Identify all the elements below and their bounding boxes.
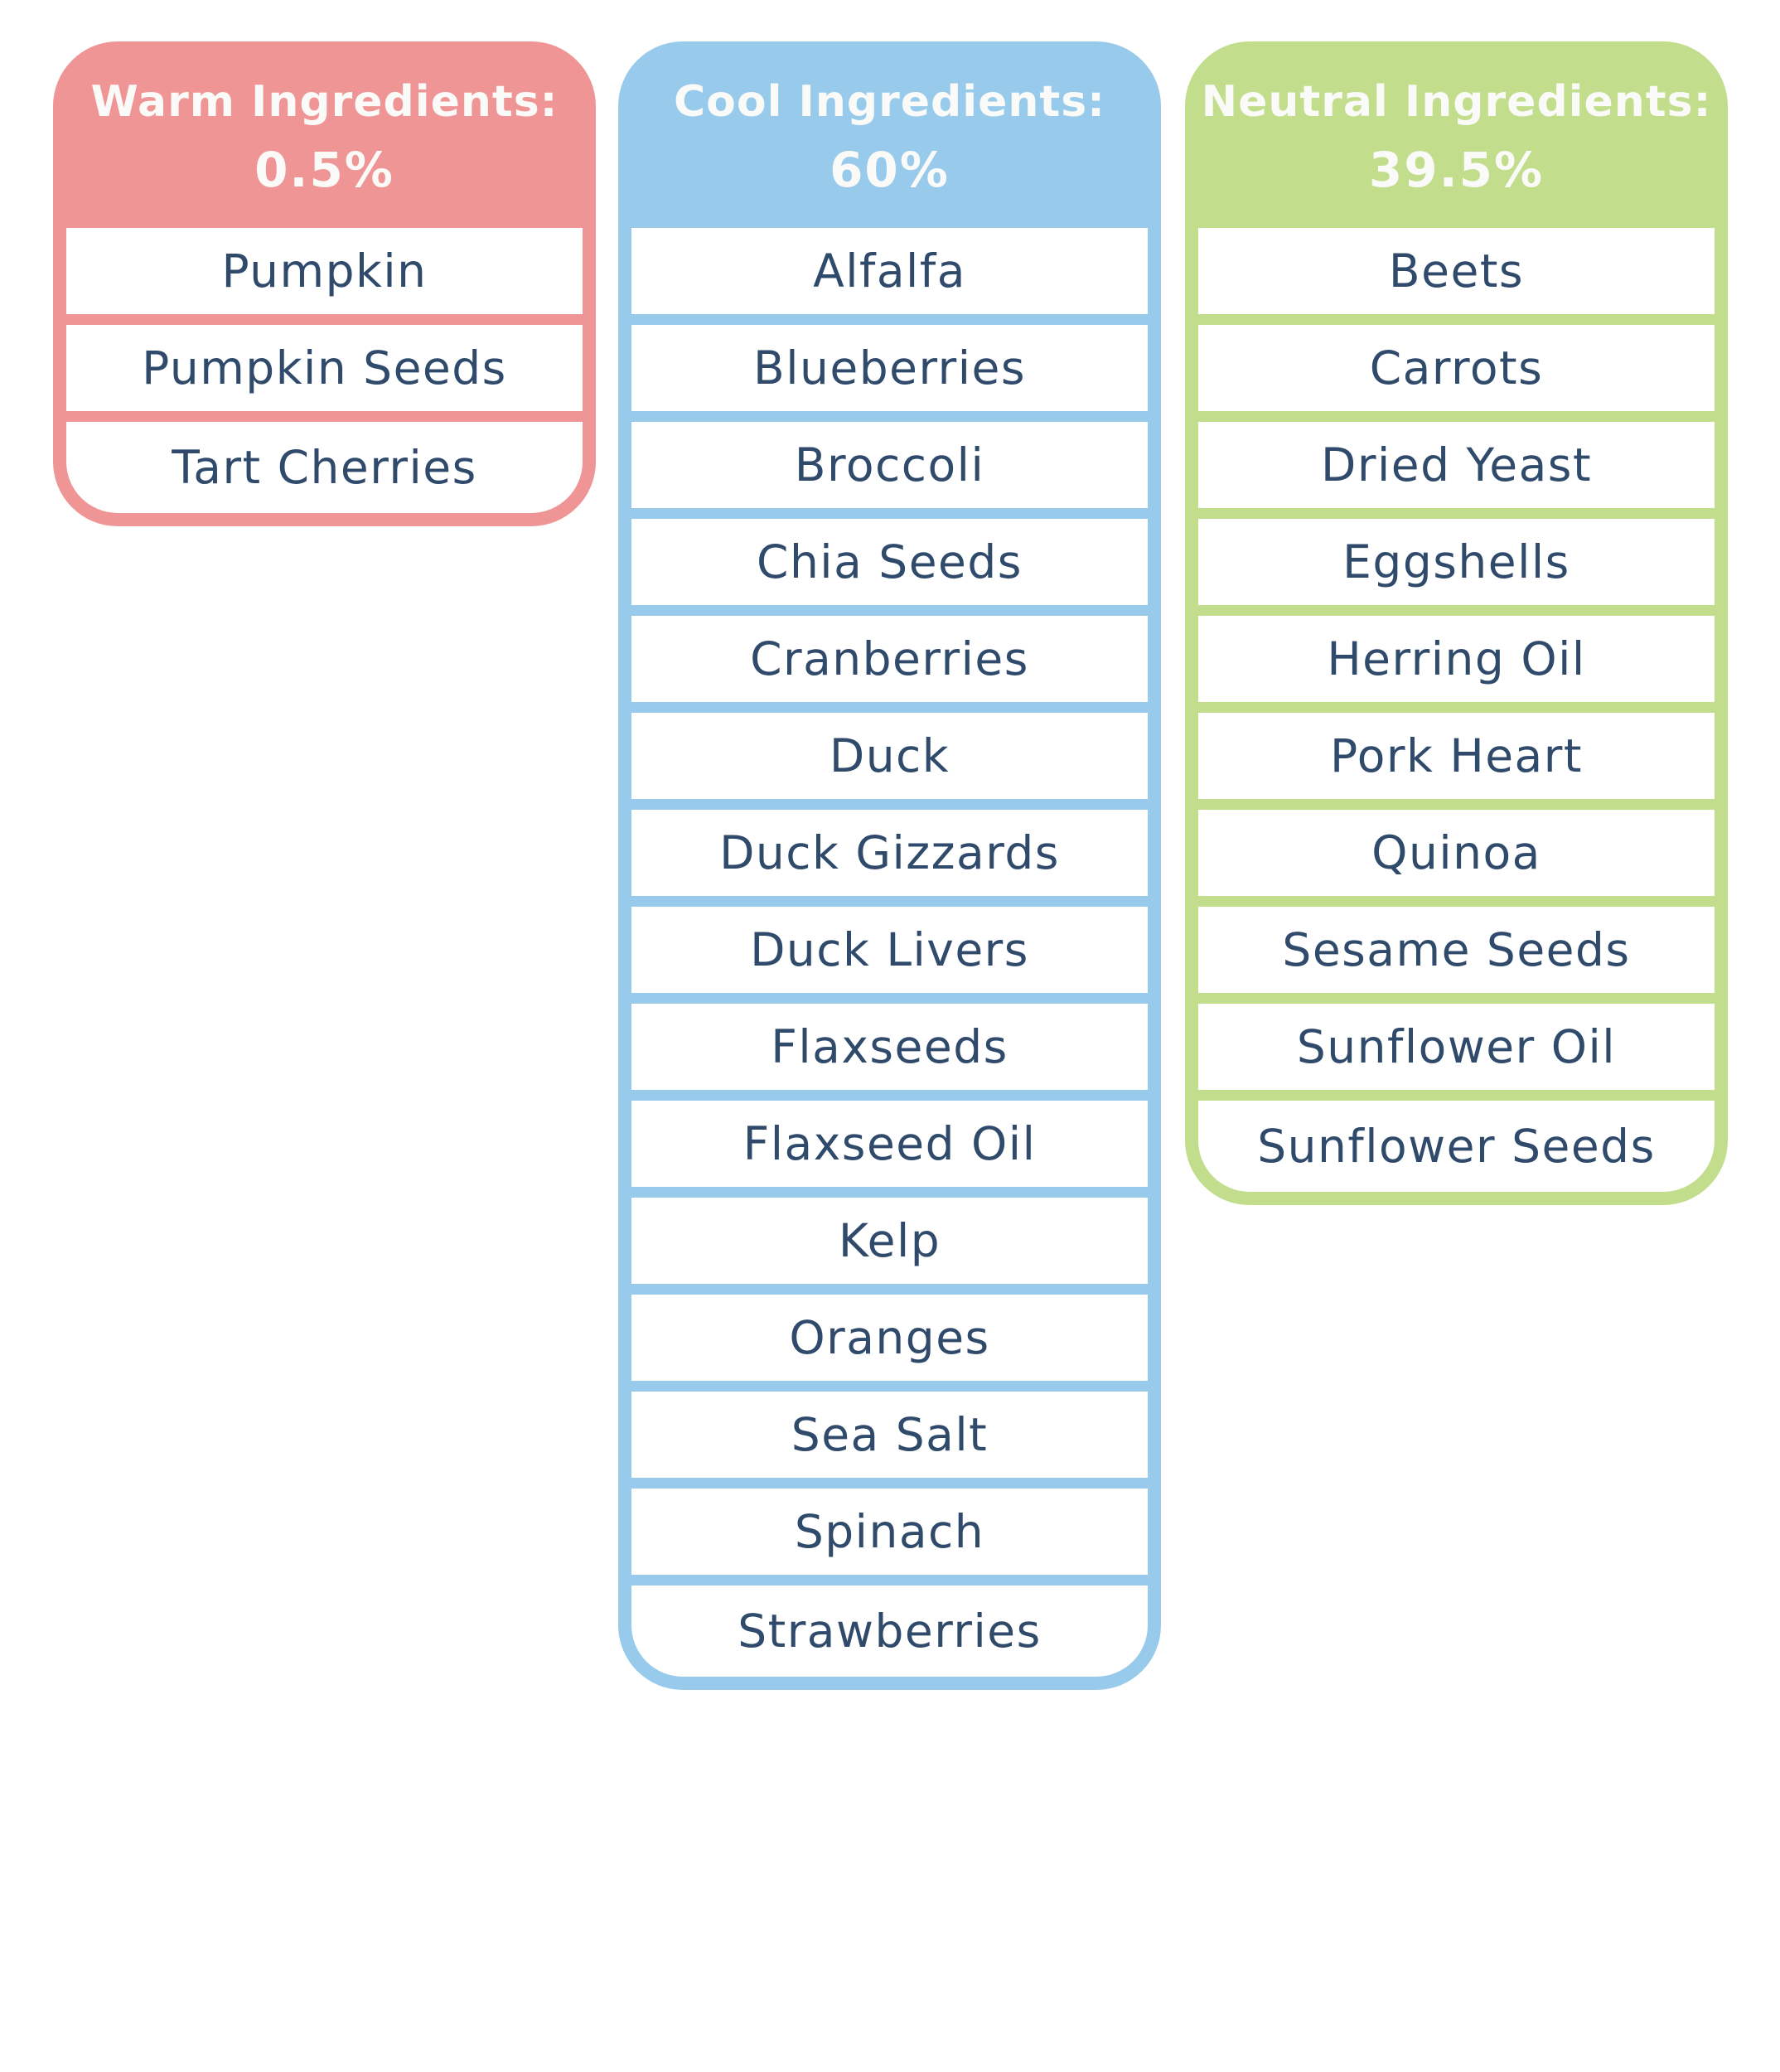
ingredient-row: Dried Yeast — [1198, 422, 1715, 508]
card-header: Cool Ingredients: 60% — [631, 41, 1148, 228]
ingredient-row: Duck Livers — [631, 907, 1148, 993]
ingredient-row: Chia Seeds — [631, 519, 1148, 605]
ingredient-row: Cranberries — [631, 616, 1148, 702]
ingredient-row: Kelp — [631, 1198, 1148, 1284]
ingredient-row: Eggshells — [1198, 519, 1715, 605]
ingredient-row: Spinach — [631, 1489, 1148, 1575]
ingredient-row: Pumpkin — [66, 228, 583, 314]
ingredient-row: Sunflower Oil — [1198, 1004, 1715, 1090]
ingredient-row: Tart Cherries — [66, 422, 583, 513]
ingredient-row: Beets — [1198, 228, 1715, 314]
ingredient-row: Pumpkin Seeds — [66, 325, 583, 411]
ingredient-row: Herring Oil — [1198, 616, 1715, 702]
card-title: Warm Ingredients: — [90, 76, 559, 127]
card-title: Neutral Ingredients: — [1201, 76, 1712, 127]
ingredient-row: Sea Salt — [631, 1392, 1148, 1478]
ingredient-row: Flaxseeds — [631, 1004, 1148, 1090]
ingredient-row: Quinoa — [1198, 810, 1715, 896]
card-percent: 39.5% — [1368, 141, 1545, 198]
ingredient-row: Duck Gizzards — [631, 810, 1148, 896]
ingredient-row: Blueberries — [631, 325, 1148, 411]
ingredient-row: Pork Heart — [1198, 713, 1715, 799]
ingredient-row: Carrots — [1198, 325, 1715, 411]
card-percent: 0.5% — [254, 141, 394, 198]
ingredient-row: Duck — [631, 713, 1148, 799]
ingredient-row: Oranges — [631, 1295, 1148, 1381]
card-title: Cool Ingredients: — [674, 76, 1105, 127]
card-header: Warm Ingredients: 0.5% — [66, 41, 583, 228]
ingredient-row: Alfalfa — [631, 228, 1148, 314]
card-header: Neutral Ingredients: 39.5% — [1198, 41, 1715, 228]
ingredient-row: Flaxseed Oil — [631, 1101, 1148, 1187]
ingredient-row: Strawberries — [631, 1585, 1148, 1677]
ingredient-row: Sesame Seeds — [1198, 907, 1715, 993]
ingredient-row: Broccoli — [631, 422, 1148, 508]
ingredient-row: Sunflower Seeds — [1198, 1101, 1715, 1192]
card-percent: 60% — [830, 141, 950, 198]
